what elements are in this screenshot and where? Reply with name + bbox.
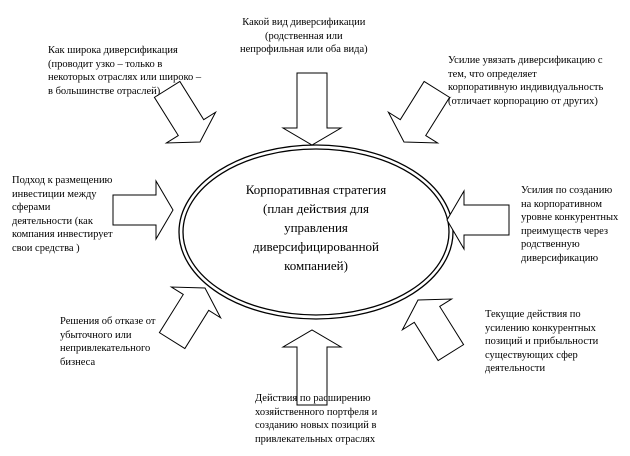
text-line: диверсифицированной — [252, 239, 380, 254]
text-line: (проводит узко – только в — [48, 58, 163, 70]
text-line: убыточного или — [60, 329, 132, 341]
text-line: корпоративную индивидуальность — [448, 82, 604, 93]
text-line: преимуществ через — [521, 225, 609, 237]
text-line: диверсификацию — [521, 252, 599, 264]
text-line: Подход к размещению — [12, 175, 113, 186]
text-line: Как широка диверсификация — [48, 45, 178, 56]
arrow-left-icon — [112, 179, 174, 241]
text-line: Корпоративная стратегия — [245, 182, 387, 197]
label-competitive-advantage: Усилия по созданию на корпоративном уровне… — [521, 184, 618, 265]
text-line: непривлекательного — [60, 343, 151, 354]
text-line: Какой вид диверсификации — [242, 17, 366, 28]
text-line: сферами — [12, 202, 51, 213]
text-line: в большинстве отраслей) — [48, 85, 161, 97]
arrow-bottom-left-icon — [158, 286, 222, 350]
text-line: привлекательных отраслях — [255, 433, 376, 445]
center-title: Корпоративная стратегия (план действия дл… — [216, 180, 416, 275]
text-line: созданию новых позиций в — [255, 420, 377, 431]
text-line: свои средства ) — [12, 242, 80, 254]
text-line: компания инвестирует — [12, 229, 113, 240]
text-line: компанией) — [284, 258, 348, 273]
text-line: Усилия по созданию — [521, 185, 613, 196]
arrow-top-right-icon — [387, 80, 451, 144]
label-diversification-type: Какой вид диверсификации (родственная или… — [240, 16, 368, 57]
text-line: позиций и прибыльности — [485, 336, 599, 347]
label-current-actions: Текущие действия по усилению конкурентных… — [485, 308, 598, 376]
arrow-right-icon — [446, 189, 510, 251]
text-line: тем, что определяет — [448, 68, 537, 80]
text-line: некоторых отраслях или широко – — [48, 72, 202, 83]
text-line: Действия по расширению — [255, 393, 371, 404]
text-line: бизнеса — [60, 356, 96, 368]
text-line: (родственная или — [264, 30, 343, 42]
text-line: хозяйственного портфеля и — [255, 406, 378, 418]
text-line: инвестиции между — [12, 188, 97, 200]
label-investment-allocation: Подход к размещению инвестиции между сфера… — [12, 174, 113, 255]
center-ellipse-outer — [178, 144, 454, 320]
arrow-top-icon — [281, 72, 343, 146]
text-line: Решения об отказе от — [60, 316, 156, 327]
text-line: деятельности (как — [12, 215, 93, 227]
text-line: уровне конкурентных — [521, 212, 619, 223]
text-line: (отличает корпорацию от других) — [448, 95, 598, 107]
text-line: Текущие действия по — [485, 309, 581, 320]
center-ellipse-inner — [182, 148, 450, 316]
label-divestment-decisions: Решения об отказе от убыточного или неприв… — [60, 315, 155, 369]
label-diversification-breadth: Как широка диверсификация (проводит узко … — [48, 44, 201, 98]
text-line: непрофильная или оба вида) — [240, 44, 368, 55]
text-line: существующих сфер — [485, 349, 578, 361]
text-line: (план действия для — [263, 201, 369, 216]
arrow-top-left-icon — [153, 80, 217, 144]
text-line: родственную — [521, 239, 580, 250]
text-line: Усилие увязать диверсификацию с — [448, 55, 603, 66]
label-corporate-identity: Усилие увязать диверсификацию с тем, что … — [448, 54, 603, 108]
label-portfolio-expansion: Действия по расширению хозяйственного пор… — [255, 392, 377, 446]
text-line: на корпоративном — [521, 198, 602, 210]
arrow-bottom-icon — [281, 329, 343, 406]
text-line: управления — [284, 220, 348, 235]
arrow-bottom-right-icon — [401, 298, 465, 362]
text-line: усилению конкурентных — [485, 322, 596, 334]
text-line: деятельности — [485, 363, 546, 374]
